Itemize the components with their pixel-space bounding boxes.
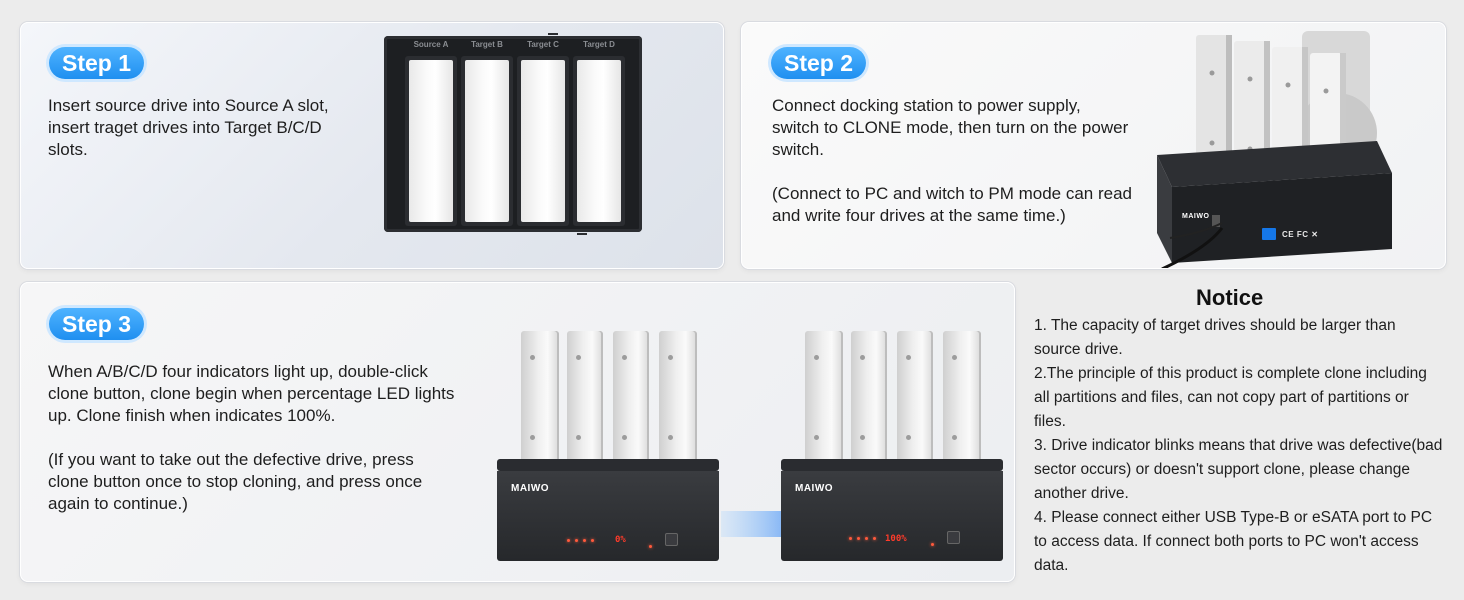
step2-description: Connect docking station to power supply,… <box>772 95 1132 227</box>
notice-list: 1. The capacity of target drives should … <box>1034 314 1444 578</box>
notice-item-4: 4. Please connect either USB Type-B or e… <box>1034 509 1433 574</box>
step3-text: When A/B/C/D four indicators light up, d… <box>48 362 455 425</box>
step2-device-brand: MAIWO <box>1182 213 1210 220</box>
step2-cert-marks: CE FC ✕ <box>1282 230 1319 239</box>
slot-label-source-a: Source A <box>413 40 449 49</box>
notice-item-1: 1. The capacity of target drives should … <box>1034 317 1396 358</box>
notice-item-3: 3. Drive indicator blinks means that dri… <box>1034 437 1443 502</box>
slot-label-target-b: Target B <box>471 40 503 49</box>
drive-slot-c <box>517 56 569 226</box>
drive-slot-a <box>405 56 457 226</box>
progress-end-readout: 100% <box>885 534 907 544</box>
step3-badge: Step 3 <box>49 308 145 340</box>
step3-card: Step 3 When A/B/C/D four indicators ligh… <box>20 282 1015 582</box>
step1-badge: Step 1 <box>49 47 145 79</box>
step3-left-brand: MAIWO <box>511 483 550 494</box>
step2-note: (Connect to PC and witch to PM mode can … <box>772 184 1133 225</box>
notice-title: Notice <box>1196 285 1264 310</box>
progress-start-readout: 0% <box>615 535 626 545</box>
dock-perspective-graphic <box>1157 31 1392 268</box>
dock-switch-marker <box>548 33 558 35</box>
clone-button <box>665 533 678 546</box>
step1-card: Step 1 Insert source drive into Source A… <box>20 22 724 269</box>
step1-text: Insert source drive into Source A slot, … <box>48 96 329 159</box>
notice-item-2: 2.The principle of this product is compl… <box>1034 365 1427 430</box>
dock-clone-finish-image: MAIWO 100% <box>781 331 1003 561</box>
step1-description: Insert source drive into Source A slot, … <box>48 95 366 161</box>
step3-note: (If you want to take out the defective d… <box>48 450 423 513</box>
clone-button-finished <box>947 531 960 544</box>
drive-slot-d <box>573 56 625 226</box>
dock-bottom-marker <box>577 233 587 235</box>
slot-label-target-c: Target C <box>527 40 559 49</box>
dock-power-image: MAIWO CE FC ✕ <box>1152 23 1442 268</box>
drive-slot-b <box>461 56 513 226</box>
step3-description: When A/B/C/D four indicators light up, d… <box>48 361 458 515</box>
step3-right-brand: MAIWO <box>795 483 834 494</box>
step2-badge: Step 2 <box>771 47 867 79</box>
slot-label-target-d: Target D <box>583 40 615 49</box>
dock-clone-start-image: MAIWO 0% <box>497 331 719 561</box>
step2-card: Step 2 Connect docking station to power … <box>741 22 1446 269</box>
dock-top-view-image: Source A Target B Target C Target D <box>384 36 642 232</box>
step2-text: Connect docking station to power supply,… <box>772 96 1129 159</box>
